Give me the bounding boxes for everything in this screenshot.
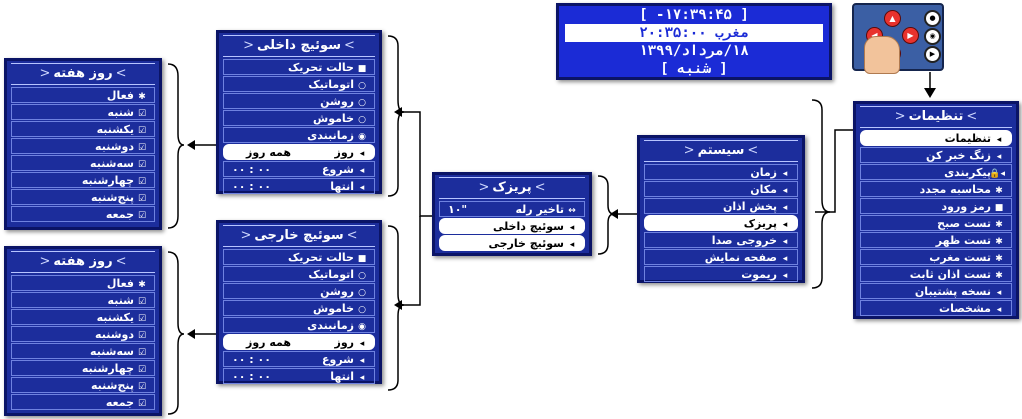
system-title: سیستم — [697, 143, 745, 158]
weekday-top-fri[interactable]: ☑جمعه — [11, 206, 155, 222]
lcd-weekday: [ شنبه ] — [660, 61, 728, 77]
external-brace — [387, 225, 405, 391]
weekday-top-sun[interactable]: ☑یکشنبه — [11, 121, 155, 137]
internal-option-auto[interactable]: ○اتوماتیک — [223, 76, 375, 92]
down-arrow-head — [924, 88, 936, 98]
weekday-menu-top: >روز هفته< ✱فعال ☑شنبه ☑یکشنبه ☑دوشنبه ☑… — [4, 58, 162, 230]
lcd-prayer-time: مغرب ۲۰:۳۵:۰۰ — [565, 24, 823, 42]
weekday-bottom-sat[interactable]: ☑شنبه — [11, 292, 155, 308]
lcd-date: ۱۸/مرداد/۱۳۹۹ — [639, 43, 749, 59]
settings-menu: >تنظیمات< ◂تنظیمات ◂زنگ خبر کن ◂🔒پیکربند… — [853, 101, 1019, 319]
system-item-time[interactable]: ◂زمان — [644, 164, 798, 180]
system-item-remote[interactable]: ◂ریموت — [644, 266, 798, 282]
internal-option-schedule[interactable]: ◉زمانبندی — [223, 127, 375, 143]
finger-pointer-icon — [864, 36, 900, 74]
weekday-bottom-mon[interactable]: ☑دوشنبه — [11, 326, 155, 342]
external-option-off[interactable]: ○خاموش — [223, 300, 375, 316]
lcd-display: [ ۱۷:۳۹:۴۵- ] مغرب ۲۰:۳۵:۰۰ ۱۸/مرداد/۱۳۹… — [556, 3, 832, 80]
weekday-top-sat[interactable]: ☑شنبه — [11, 104, 155, 120]
external-switch-title: سوئیچ خارجی — [254, 228, 344, 243]
weekday-top-tue[interactable]: ☑سه‌شنبه — [11, 155, 155, 171]
back-button-icon[interactable]: ▶ — [924, 46, 941, 63]
outlet-to-internal-line — [402, 111, 437, 217]
settings-item-recalc[interactable]: ✱محاسبه مجدد — [860, 181, 1012, 197]
settings-item-specs[interactable]: ◂مشخصات — [860, 300, 1012, 316]
internal-option-off[interactable]: ○خاموش — [223, 110, 375, 126]
external-trigger-mode[interactable]: ■حالت تحریک — [223, 249, 375, 265]
left-arrow-head — [610, 209, 618, 219]
settings-to-system-line — [815, 129, 858, 213]
internal-option-on[interactable]: ○روشن — [223, 93, 375, 109]
settings-item-config[interactable]: ◂🔒پیکربندی — [860, 164, 1012, 180]
settings-item-settings[interactable]: ◂تنظیمات — [860, 130, 1012, 146]
system-menu: >سیستم< ◂زمان ◂مکان ◂پخش اذان ◂پریزک ◂خر… — [637, 135, 805, 283]
settings-item-test-fixed-adhan[interactable]: ✱تست اذان ثابت — [860, 266, 1012, 282]
weekday-bottom-brace — [167, 251, 185, 415]
system-brace — [811, 99, 831, 289]
system-item-display[interactable]: ◂صفحه نمایش — [644, 249, 798, 265]
internal-brace — [387, 35, 405, 197]
system-item-location[interactable]: ◂مکان — [644, 181, 798, 197]
internal-switch-title: سوئیچ داخلی — [257, 38, 341, 53]
settings-title: تنظیمات — [908, 109, 964, 124]
up-key-icon[interactable]: ▲ — [884, 10, 901, 27]
weekday-bottom-sun[interactable]: ☑یکشنبه — [11, 309, 155, 325]
weekday-top-active[interactable]: ✱فعال — [11, 87, 155, 103]
weekday-bottom-tue[interactable]: ☑سه‌شنبه — [11, 343, 155, 359]
outlet-item-internal-switch[interactable]: ◂سوئیچ داخلی — [439, 218, 585, 234]
settings-item-test-dhuhr[interactable]: ✱تست ظهر — [860, 232, 1012, 248]
internal-switch-menu: >سوئیچ داخلی< ■حالت تحریک ○اتوماتیک ○روش… — [216, 30, 382, 194]
external-switch-menu: >سوئیچ خارجی< ■حالت تحریک ○اتوماتیک ○روش… — [216, 220, 382, 384]
ok-button-icon[interactable]: ● — [924, 10, 941, 27]
system-item-adhan-playback[interactable]: ◂پخش اذان — [644, 198, 798, 214]
weekday-bottom-title: روز هفته — [53, 254, 113, 269]
weekday-top-mon[interactable]: ☑دوشنبه — [11, 138, 155, 154]
weekday-bottom-wed[interactable]: ☑چهارشنبه — [11, 360, 155, 376]
lcd-clock: [ ۱۷:۳۹:۴۵- ] — [639, 7, 749, 23]
external-option-schedule[interactable]: ◉زمانبندی — [223, 317, 375, 333]
external-option-auto[interactable]: ○اتوماتیک — [223, 266, 375, 282]
weekday-top-title: روز هفته — [53, 66, 113, 81]
settings-item-test-fajr[interactable]: ✱تست صبح — [860, 215, 1012, 231]
settings-item-test-maghrib[interactable]: ✱تست مغرب — [860, 249, 1012, 265]
settings-item-backup[interactable]: ◂نسخه پشتیبان — [860, 283, 1012, 299]
weekday-top-wed[interactable]: ☑چهارشنبه — [11, 172, 155, 188]
menu-button-icon[interactable]: ◉ — [924, 28, 941, 45]
weekday-bottom-fri[interactable]: ☑جمعه — [11, 394, 155, 410]
weekday-bottom-active[interactable]: ✱فعال — [11, 275, 155, 291]
outlet-item-external-switch[interactable]: ◂سوئیچ خارجی — [439, 235, 585, 251]
internal-trigger-mode[interactable]: ■حالت تحریک — [223, 59, 375, 75]
settings-item-alarm[interactable]: ◂زنگ خبر کن — [860, 147, 1012, 163]
weekday-top-brace — [167, 63, 185, 229]
right-key-icon[interactable]: ▶ — [902, 27, 919, 44]
weekday-menu-bottom: >روز هفته< ✱فعال ☑شنبه ☑یکشنبه ☑دوشنبه ☑… — [4, 246, 162, 416]
settings-item-password[interactable]: ■رمز ورود — [860, 198, 1012, 214]
outlet-title: پریزک — [492, 180, 532, 195]
external-option-on[interactable]: ○روشن — [223, 283, 375, 299]
weekday-bottom-thu[interactable]: ☑پنج‌شنبه — [11, 377, 155, 393]
weekday-top-thu[interactable]: ☑پنج‌شنبه — [11, 189, 155, 205]
system-item-audio-output[interactable]: ◂خروجی صدا — [644, 232, 798, 248]
outlet-brace — [597, 175, 615, 255]
outlet-to-external-line — [402, 216, 421, 306]
system-item-outlet[interactable]: ◂پریزک — [644, 215, 798, 231]
